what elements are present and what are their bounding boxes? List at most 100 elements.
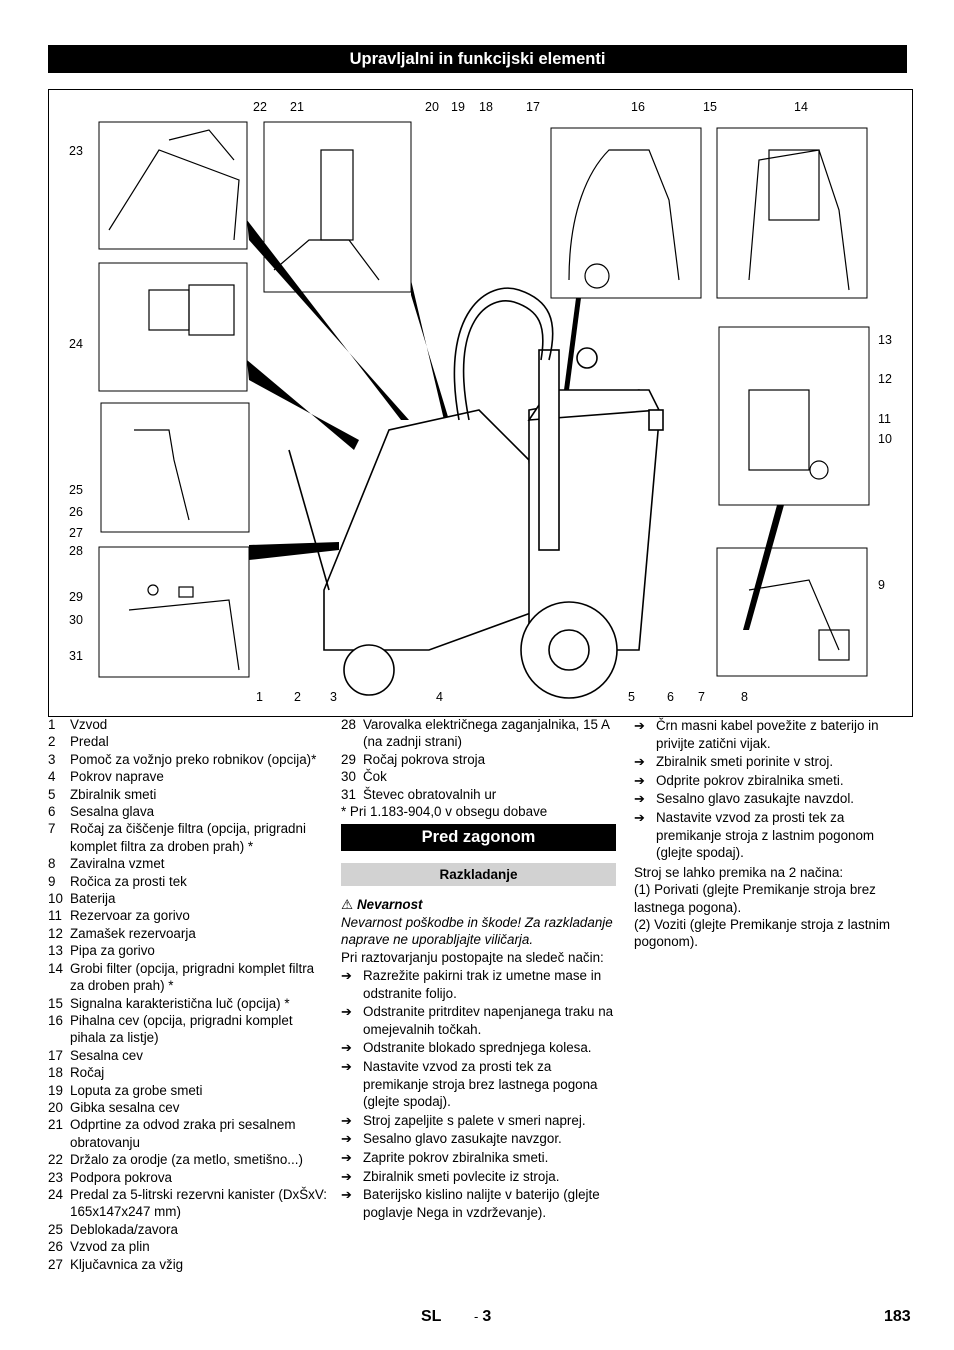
callout-24: 24	[69, 337, 83, 351]
move-intro: Stroj se lahko premika na 2 načina:	[634, 864, 844, 880]
arrow-right-icon: ➔	[341, 1059, 352, 1075]
arrow-right-icon: ➔	[341, 1150, 352, 1165]
step-item: ➔Črn masni kabel povežite z baterijo in …	[634, 718, 879, 751]
callout-29: 29	[69, 590, 83, 604]
arrow-right-icon: ➔	[341, 1168, 352, 1184]
move-option-1: (1) Porivati (glejte Premikanje stroja b…	[634, 882, 876, 915]
step-item: ➔Zbiralnik smeti porinite v stroj.	[634, 754, 834, 770]
callout-25: 25	[69, 483, 83, 497]
callout-28: 28	[69, 544, 83, 558]
step-item: ➔Odstranite pritrditev napenjanega traku…	[341, 1004, 614, 1037]
arrow-right-icon: ➔	[341, 968, 352, 984]
callout-17: 17	[526, 100, 540, 114]
suction-pipe	[538, 349, 560, 551]
callout-6: 6	[667, 690, 674, 704]
callout-22: 22	[253, 100, 267, 114]
detail-box-brake	[716, 547, 868, 677]
machine-illustration	[98, 121, 870, 699]
callout-31: 31	[69, 649, 83, 663]
callout-26: 26	[69, 505, 83, 519]
footer-page-sub: -3	[474, 1308, 492, 1325]
footer-page-number: 183	[884, 1308, 911, 1325]
callout-2: 2	[294, 690, 301, 704]
step-item: ➔Nastavite vzvod za prosti tek za premik…	[634, 809, 875, 861]
callout-11: 11	[878, 412, 891, 426]
step-item: ➔Razrežite pakirni trak iz umetne mase i…	[341, 968, 602, 1001]
warning-text: Nevarnost poškodbe in škode! Za razklada…	[341, 914, 613, 948]
detail-box-tool-holder	[263, 121, 412, 293]
step-item: ➔Zaprite pokrov zbiralnika smeti.	[341, 1150, 549, 1165]
callout-19: 19	[451, 100, 465, 114]
callout-27: 27	[69, 526, 83, 540]
arrow-right-icon: ➔	[341, 1040, 352, 1056]
callout-1: 1	[256, 690, 263, 704]
step-item: ➔Sesalno glavo zasukajte navzgor.	[341, 1131, 562, 1147]
arrow-right-icon: ➔	[341, 1187, 352, 1203]
callout-21: 21	[290, 100, 304, 114]
detail-box-engine	[718, 326, 870, 506]
arrow-right-icon: ➔	[634, 718, 645, 733]
step-item: ➔Odstranite blokado sprednjega kolesa.	[341, 1040, 592, 1056]
callout-16: 16	[631, 100, 645, 114]
arrow-right-icon: ➔	[634, 754, 645, 770]
detail-box-canister	[98, 262, 248, 392]
step-item: ➔Baterijsko kislino nalijte v baterijo (…	[341, 1187, 600, 1220]
footer-language: SL	[421, 1308, 442, 1325]
callout-5: 5	[628, 690, 635, 704]
detail-box-filter	[716, 127, 868, 299]
arrow-right-icon: ➔	[341, 1112, 352, 1128]
rear-wheel	[343, 644, 395, 696]
callout-3: 3	[330, 690, 337, 704]
machine-hood	[323, 409, 540, 651]
arrow-right-icon: ➔	[341, 1131, 352, 1147]
detail-box-controls	[98, 546, 250, 678]
callout-8: 8	[741, 690, 748, 704]
callout-18: 18	[479, 100, 493, 114]
intro-text: Pri raztovarjanju postopajte na sledeč n…	[341, 949, 604, 965]
step-item: ➔Sesalno glavo zasukajte navzdol.	[634, 791, 855, 807]
section-heading: Pred zagonom	[341, 824, 616, 852]
callout-13: 13	[878, 333, 892, 347]
step-item: ➔Stroj zapeljite s palete v smeri naprej…	[341, 1112, 586, 1128]
section-title: Upravljalni in funkcijski elementi	[48, 45, 907, 73]
warning-heading: ⚠ Nevarnost	[341, 897, 423, 913]
detail-box-lid-support	[98, 121, 248, 250]
machine-figure: 22 21 20 19 18 17 16 15 14 23 24 25 26 2…	[48, 89, 913, 717]
arrow-right-icon: ➔	[634, 791, 645, 807]
step-item: ➔Odprite pokrov zbiralnika smeti.	[634, 772, 844, 788]
step-item: ➔Nastavite vzvod za prosti tek za premik…	[341, 1059, 598, 1110]
callout-30: 30	[69, 613, 83, 627]
detail-box-handle	[100, 402, 250, 533]
callout-9: 9	[878, 578, 885, 592]
content-col3: ➔Črn masni kabel povežite z baterijo in …	[634, 716, 912, 951]
